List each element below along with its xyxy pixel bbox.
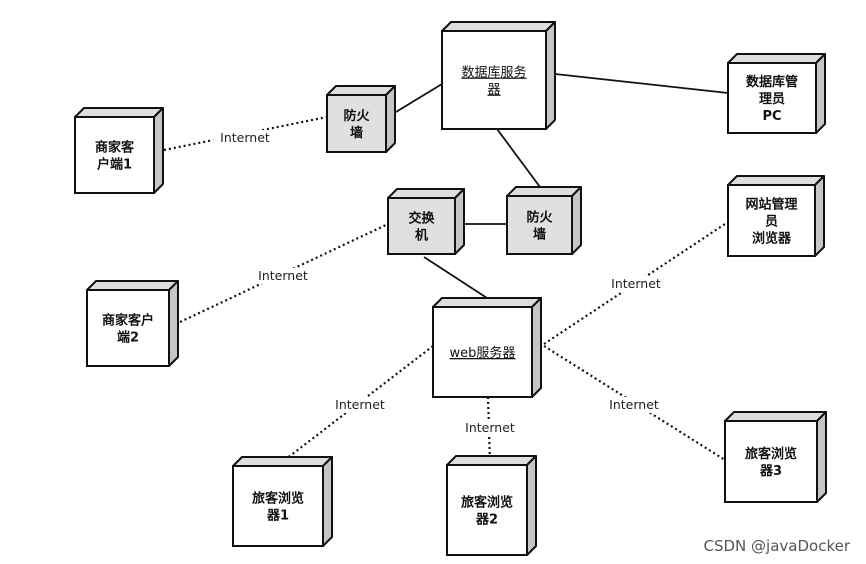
edge-label-background [213, 130, 277, 146]
node-label-line: 机 [415, 228, 428, 244]
node-switch: 交换机 [387, 188, 465, 255]
internet-connection-line [285, 345, 434, 460]
node-top-face [724, 411, 827, 422]
internet-connection-line [179, 223, 389, 323]
edge-label-background [602, 397, 666, 413]
internet-connection-line [486, 396, 492, 463]
diagram-edge-labels: InternetInternetInternetInternetInternet… [213, 130, 668, 436]
network-link-line [496, 128, 544, 192]
node-web-server: web服务器 [432, 297, 542, 398]
node-side-face [322, 456, 333, 547]
node-firewall-1: 防火墙 [326, 85, 396, 153]
node-label-line: 商家客户 [102, 313, 154, 329]
node-front-face [232, 465, 324, 547]
node-front-face [446, 464, 528, 556]
internet-edge-label: Internet [335, 397, 385, 412]
internet-edge-label: Internet [220, 130, 270, 145]
node-top-face [232, 456, 333, 467]
network-link-line [423, 256, 488, 299]
node-label-line: 器 [487, 83, 500, 98]
node-front-face [727, 184, 816, 257]
node-side-face [571, 186, 582, 255]
node-side-face [816, 411, 827, 503]
node-label-line: 数据库服务 [461, 65, 526, 81]
node-label-line: 旅客浏览 [252, 491, 304, 507]
node-firewall-2: 防火墙 [506, 186, 582, 255]
node-label-line: 户端1 [97, 157, 132, 173]
internet-edge-label: Internet [609, 397, 659, 412]
node-label-line: 防火 [343, 108, 370, 124]
node-label-line: 墙 [533, 227, 546, 243]
node-front-face [441, 30, 547, 130]
node-front-face [74, 116, 155, 194]
node-label-line: 器3 [759, 464, 782, 479]
edge-label-background [458, 420, 522, 436]
internet-edge-label: Internet [258, 268, 308, 283]
node-label-line: 防火 [526, 210, 553, 226]
node-front-face [727, 62, 817, 134]
node-top-face [506, 186, 582, 197]
node-front-face [506, 195, 573, 255]
node-top-face [441, 21, 556, 32]
node-label-line: 理员 [759, 92, 785, 107]
node-label-line: PC [762, 109, 781, 124]
node-side-face [153, 107, 164, 194]
node-label-line: 器2 [475, 513, 498, 528]
node-label-line: 墙 [350, 125, 363, 141]
node-label-line: 网站管理 [745, 197, 797, 213]
internet-edge-label: Internet [611, 276, 661, 291]
node-label-line: 浏览器 [752, 231, 792, 247]
node-front-face [724, 420, 818, 503]
node-front-face [86, 289, 170, 367]
network-link-line [545, 72, 729, 94]
edge-label-background [604, 276, 668, 292]
node-side-face [545, 21, 556, 130]
node-top-face [432, 297, 542, 308]
node-label-line: 数据库管 [746, 74, 798, 90]
node-top-face [727, 175, 825, 186]
node-label-line: 端2 [117, 330, 139, 346]
node-label-line: 商家客 [95, 140, 135, 156]
node-side-face [815, 53, 826, 134]
node-top-face [446, 455, 537, 466]
node-top-face [74, 107, 164, 118]
node-top-face [727, 53, 826, 64]
internet-edge-label: Internet [465, 420, 515, 435]
node-front-face [432, 306, 533, 398]
node-front-face [387, 197, 456, 255]
node-label-line: web服务器 [450, 345, 516, 361]
node-side-face [168, 280, 179, 367]
node-side-face [531, 297, 542, 398]
watermark-text: CSDN @javaDocker [704, 537, 851, 555]
node-label-line: 旅客浏览 [461, 495, 513, 511]
node-label-line: 交换 [408, 211, 435, 227]
node-side-face [385, 85, 396, 153]
node-label-line: 器1 [266, 509, 289, 524]
node-top-face [86, 280, 179, 291]
node-side-face [454, 188, 465, 255]
node-top-face [326, 85, 396, 96]
node-top-face [387, 188, 465, 199]
edge-label-background [251, 268, 315, 284]
node-front-face [326, 94, 387, 153]
node-label-line: 员 [765, 215, 778, 230]
node-side-face [814, 175, 825, 257]
diagram-nodes: 数据库服务器数据库管理员PC商家客户端1防火墙交换机防火墙网站管理员浏览器商家客… [74, 21, 827, 556]
node-side-face [526, 455, 537, 556]
node-label-line: 旅客浏览 [745, 446, 797, 462]
edge-label-background [328, 397, 392, 413]
